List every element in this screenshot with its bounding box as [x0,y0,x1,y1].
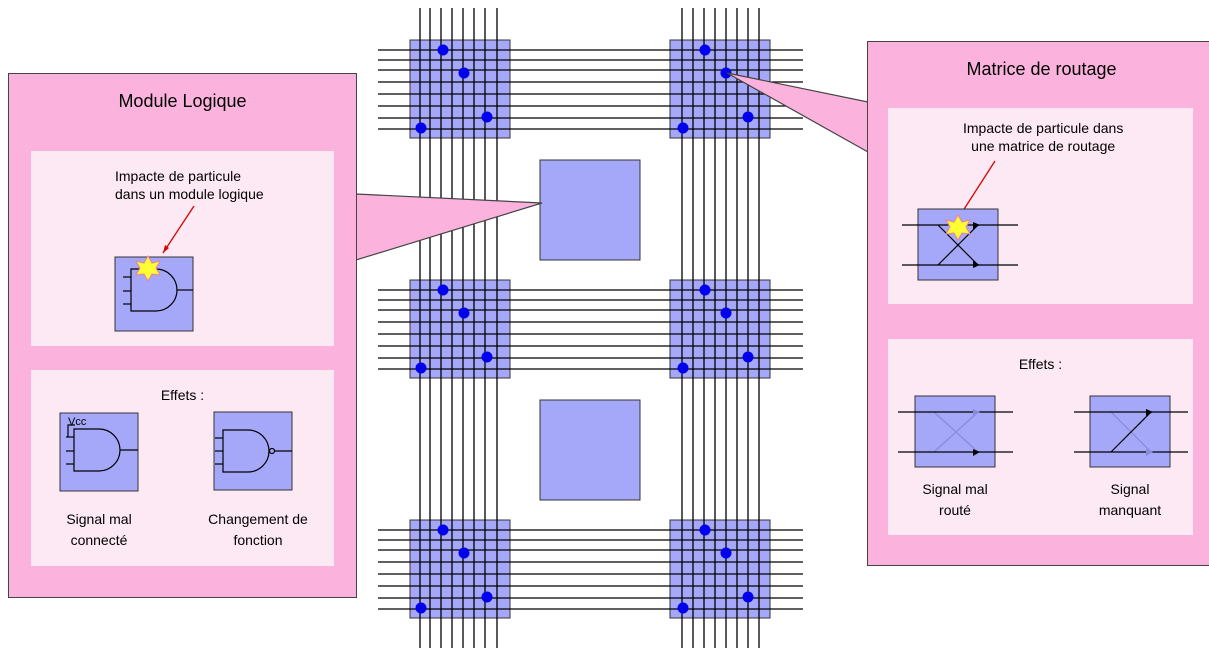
switch-point [677,122,689,134]
routing-matrix-right-middle [669,279,771,379]
logic-effects-graphic: Vcc [59,411,293,492]
particle-impact-star-icon [134,254,162,283]
routing-impact-box: Impacte de particule dans une matrice de… [888,108,1193,304]
switch-point [677,362,689,374]
routing-effects-title: Effets : [1018,356,1063,372]
switch-point [720,307,732,319]
switch-point [699,284,711,296]
effect-function-change-caption: Changement de fonction [208,511,308,548]
routing-impact-graphic [902,160,1018,281]
switch-point [720,547,732,559]
switch-point [677,602,689,614]
switch-point [481,351,493,363]
missing-signal-icon [1074,411,1188,453]
routing-matrix-left-top [409,39,511,139]
and-gate-vcc-icon [66,424,138,472]
routing-matrix-left-bottom [409,519,511,619]
switch-point [415,122,427,134]
routing-matrix-panel: Matrice de routage Impacte de particule … [867,41,1209,566]
switch-point [742,351,754,363]
arrowhead [973,449,980,456]
switch-point [437,524,449,536]
switch-points [415,44,754,614]
arrowhead [973,409,980,416]
callout-left [355,193,543,261]
switch-point [458,67,470,79]
logic-module-title: Module Logique [118,91,247,111]
switch-point [742,111,754,123]
switch-point [415,602,427,614]
arrowhead [1146,449,1153,456]
vcc-label: Vcc [68,416,87,428]
effect-missing-signal-caption: Signal manquant [1098,481,1162,518]
routing-effects-box: Effets : Signal mal routé [888,339,1193,535]
logic-effects-title: Effets : [160,387,205,403]
logic-impact-box: Impacte de particule dans un module logi… [31,151,334,346]
misrouted-signal-icon [898,411,1013,453]
logic-module-panel: Module Logique Impacte de particule dans… [8,73,357,598]
effect-misconnected-block [59,412,139,492]
routing-matrix-right-bottom [669,519,771,619]
routing-matrix-title: Matrice de routage [966,59,1117,79]
effect-misconnected-caption: Signal mal connecté [66,511,132,548]
routing-matrix-left-middle [409,279,511,379]
switch-point [699,44,711,56]
switch-point [437,44,449,56]
logic-block-top [539,159,641,261]
switch-point [481,591,493,603]
arrowhead [973,261,980,268]
switch-point [720,67,732,79]
logic-impact-graphic [114,205,195,332]
impact-arrow [162,205,195,254]
routing-matrix-right-top [669,39,771,139]
nand-gate-icon [215,429,292,473]
impact-arrow [958,160,996,218]
arrowhead [1146,409,1153,416]
particle-impact-star-icon [944,213,972,242]
logic-effects-box: Effets : Vcc Signal ma [31,370,334,566]
routing-impact-label: Impacte de particule dans une matrice de… [963,120,1124,154]
logic-block-bottom [539,399,641,501]
effect-misrouted-caption: Signal mal routé [922,481,988,518]
arrowhead [973,222,980,229]
impact-arrowhead [163,245,169,253]
routing-effects-graphic [898,395,1188,468]
logic-impact-label: Impacte de particule dans un module logi… [115,168,264,202]
fpga-fabric [378,8,803,648]
switch-point [699,524,711,536]
switch-point [742,591,754,603]
switch-point [458,547,470,559]
and-gate-icon [123,268,193,312]
switch-point [481,111,493,123]
switch-point [437,284,449,296]
switch-point [415,362,427,374]
switch-point [458,307,470,319]
